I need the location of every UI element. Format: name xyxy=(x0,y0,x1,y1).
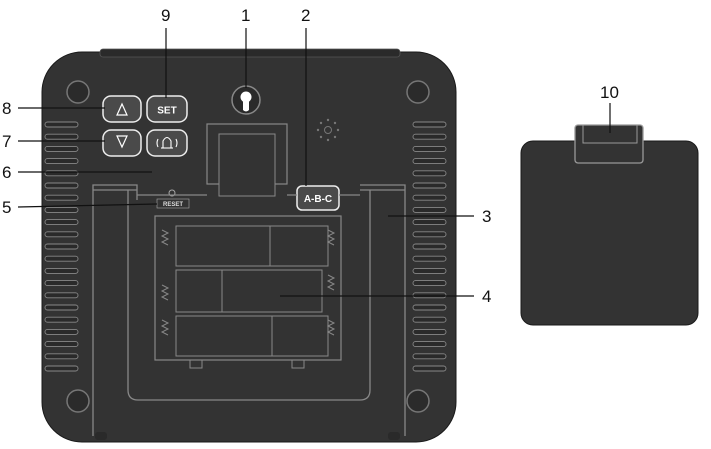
battery-slot-segment-4 xyxy=(221,269,323,313)
vent-slot-right-6 xyxy=(412,182,447,189)
vent-slot-right-3 xyxy=(412,145,447,152)
vent-slot-right-12 xyxy=(412,255,447,262)
vent-slot-left-14 xyxy=(44,280,79,287)
vent-slot-left-6 xyxy=(44,182,79,189)
vent-slot-left-20 xyxy=(44,353,79,360)
battery-slots xyxy=(175,225,329,357)
callout-3: 3 xyxy=(482,207,492,226)
leader-line-5 xyxy=(17,203,158,208)
vent-slot-left-17 xyxy=(44,316,79,323)
stand-frame xyxy=(92,184,406,436)
leader-lines xyxy=(17,28,611,297)
battery-slot-segment-2 xyxy=(269,225,329,267)
vent-slot-right-9 xyxy=(412,219,447,226)
vent-slot-right-19 xyxy=(412,341,447,348)
vent-slot-right-14 xyxy=(412,280,447,287)
reset-label: RESET xyxy=(163,202,183,208)
vent-slot-right-10 xyxy=(412,231,447,238)
center-tab-housing xyxy=(206,123,288,197)
vent-slot-left-18 xyxy=(44,328,79,335)
vent-slot-left-15 xyxy=(44,292,79,299)
vent-slot-right-4 xyxy=(412,158,447,165)
alarm-bell-icon xyxy=(156,136,178,149)
vent-slot-right-21 xyxy=(412,365,447,372)
screw-hole-bottom-left xyxy=(66,389,90,413)
vent-slot-left-4 xyxy=(44,158,79,165)
vent-slot-left-11 xyxy=(44,243,79,250)
screw-hole-bottom-right xyxy=(406,389,430,413)
vent-slot-right-11 xyxy=(412,243,447,250)
vent-slot-left-2 xyxy=(44,133,79,140)
speaker-holes xyxy=(316,118,340,142)
vent-slot-right-2 xyxy=(412,133,447,140)
down-arrow-icon xyxy=(116,135,128,149)
callout-10: 10 xyxy=(600,83,619,102)
battery-compartment xyxy=(154,215,342,369)
callout-1: 1 xyxy=(241,6,251,25)
vent-slot-left-10 xyxy=(44,231,79,238)
set-button[interactable]: SET xyxy=(146,95,188,123)
callout-4: 4 xyxy=(482,287,492,306)
vent-slot-left-19 xyxy=(44,341,79,348)
screw-hole-top-right xyxy=(406,80,430,104)
vent-slot-right-15 xyxy=(412,292,447,299)
vent-slot-left-9 xyxy=(44,219,79,226)
screw-holes xyxy=(66,80,430,413)
vent-slot-right-17 xyxy=(412,316,447,323)
vent-slots-left xyxy=(44,121,79,372)
vent-slot-right-13 xyxy=(412,267,447,274)
reset-button[interactable]: RESET xyxy=(156,189,190,209)
down-button[interactable] xyxy=(102,129,142,157)
screw-hole-top-left xyxy=(66,80,90,104)
vent-slot-left-8 xyxy=(44,206,79,213)
vent-slot-right-7 xyxy=(412,194,447,201)
vent-slot-right-5 xyxy=(412,170,447,177)
vent-slot-left-13 xyxy=(44,267,79,274)
vent-slot-left-12 xyxy=(44,255,79,262)
vent-slots-right xyxy=(412,121,447,372)
abc-button-label: A-B-C xyxy=(304,194,332,205)
vent-slot-right-16 xyxy=(412,304,447,311)
battery-cover xyxy=(520,124,699,326)
callout-6: 6 xyxy=(2,163,12,182)
abc-button[interactable]: A-B-C xyxy=(296,185,340,211)
vent-slot-left-21 xyxy=(44,365,79,372)
up-button[interactable] xyxy=(102,95,142,123)
callout-5: 5 xyxy=(2,198,12,217)
vent-slot-left-16 xyxy=(44,304,79,311)
set-button-label: SET xyxy=(157,106,176,117)
vent-slot-right-8 xyxy=(412,206,447,213)
vent-slot-right-18 xyxy=(412,328,447,335)
vent-slot-right-1 xyxy=(412,121,447,128)
vent-slot-left-3 xyxy=(44,145,79,152)
alarm-button[interactable] xyxy=(146,129,188,157)
callout-2: 2 xyxy=(301,6,311,25)
callout-7: 7 xyxy=(2,132,12,151)
vent-slot-left-1 xyxy=(44,121,79,128)
callout-8: 8 xyxy=(2,99,12,118)
battery-slot-segment-6 xyxy=(271,315,329,357)
vent-slot-right-20 xyxy=(412,353,447,360)
vent-slot-left-7 xyxy=(44,194,79,201)
hanging-hole xyxy=(231,85,261,115)
callout-9: 9 xyxy=(161,6,171,25)
up-arrow-icon xyxy=(116,102,128,116)
